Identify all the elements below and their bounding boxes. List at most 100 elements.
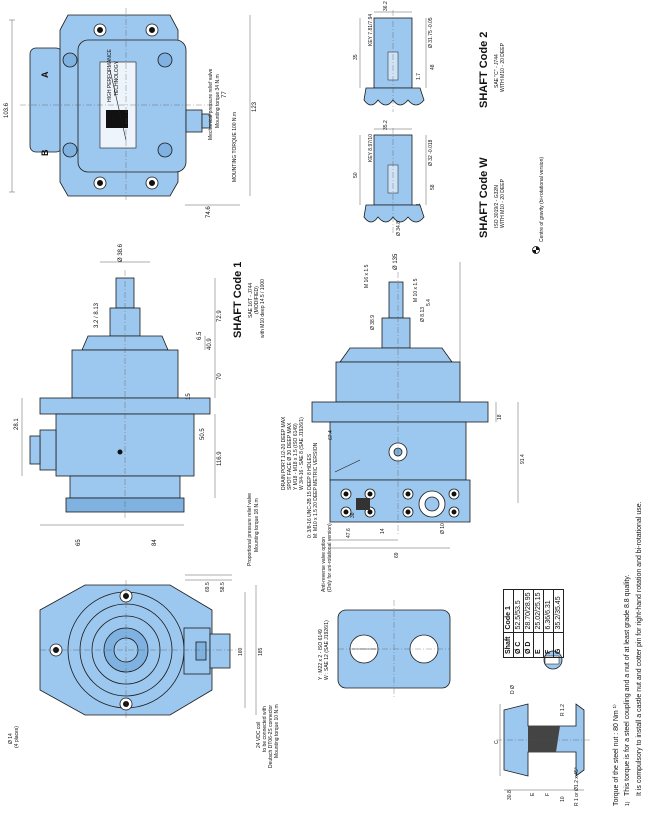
code2-dim-c: 48 <box>430 64 436 70</box>
coupling-dim-7: F <box>545 792 551 796</box>
drain-note-4: W 3/4-16 - SAE 8 (SAE J1926/1) <box>299 417 305 490</box>
code2-dim-d: 1.7 <box>416 73 422 80</box>
mounting-torque-note: MOUNTING TORQUE 100 N.m <box>232 111 238 182</box>
table-row: Ø C 52.5/53.5 <box>513 589 524 658</box>
code2-dim-a: 36.2 <box>383 1 389 11</box>
bottom-view <box>39 574 257 720</box>
table-cell: 6.36/6.31 <box>543 589 554 633</box>
table-cell: Ø D <box>523 633 534 658</box>
codew-dia: Ø 32 -0.018 <box>428 139 434 166</box>
codew-dim-b: 50 <box>353 172 359 178</box>
coupling-dim-5: 30.8 <box>507 790 513 800</box>
table-cell: 52.5/53.5 <box>513 589 524 633</box>
table-row: E 25.02/25.15 <box>533 589 544 658</box>
bottom-dim-4: 185 <box>258 647 264 656</box>
footnote-mark: 1) <box>625 801 631 806</box>
cog-note: Centre of gravity (bi-rotational version… <box>539 156 545 242</box>
side-dim-7: 116.9 <box>217 451 223 466</box>
holes-note-2: M: M10 x 1.5 20 DEEP METRIC VERSION <box>313 442 319 538</box>
code2-dia: Ø 31.75 -0.05 <box>428 17 434 48</box>
coupling-dim-8: 10 <box>560 796 566 802</box>
front-dim-d: Ø 38.9 <box>370 314 376 330</box>
front-dim-c: M 16 x 1.5 <box>364 264 370 288</box>
front-view <box>311 262 519 549</box>
footnote-1: This torque is for a steel coupling and … <box>624 574 631 796</box>
port-a-label: A <box>40 71 50 79</box>
front-dim-m: 69 <box>394 552 400 558</box>
shaft-codew-title: SHAFT Code W <box>478 157 490 238</box>
shaft-code2-view <box>359 10 427 112</box>
table-row: G 35.2/35.45 <box>553 589 564 658</box>
table-header-code1: Code 1 <box>503 589 514 633</box>
coil-note-4: Mounting torque 10 N.m <box>274 704 280 758</box>
codew-dim-c: 58 <box>430 184 436 190</box>
table-cell: E <box>533 633 544 658</box>
codew-dim-d: 1 <box>416 203 422 206</box>
table-header-shaft: Shaft <box>503 633 514 658</box>
front-dim-i: 47.6 <box>346 528 352 538</box>
nameplate-line1: HIGH PERFORMANCE <box>107 49 113 102</box>
side-dim-2: 40.9 <box>207 338 213 350</box>
shaft-codew-sub2: WITH M10 - 20 DEEP <box>500 179 506 228</box>
table-row: Ø D 28.70/28.95 <box>523 589 534 658</box>
top-view <box>9 8 251 206</box>
shaft-codew-view <box>359 128 427 235</box>
port-b-label: B <box>40 149 50 157</box>
coupling-dim-4: R 1 or Ø1.2 x 45° <box>574 767 580 806</box>
coupling-dim-1: D Ø <box>510 685 516 694</box>
code2-key: KEY 7.81/7.94 <box>368 13 374 46</box>
coupling-section <box>496 650 590 791</box>
table-cell: Ø C <box>513 633 524 658</box>
table-cell: 35.2/35.45 <box>553 589 564 633</box>
front-dim-k: 91.4 <box>520 454 526 464</box>
codew-dim-a: 35.2 <box>383 120 389 130</box>
codew-dim-e: Ø 34.8 <box>396 220 402 236</box>
side-dim-8: 15 <box>186 393 192 400</box>
front-dim-h: 38 <box>350 512 356 518</box>
side-view <box>21 261 216 526</box>
dim-top-width: 123 <box>252 101 258 112</box>
table-row: F 6.36/6.31 <box>543 589 554 658</box>
front-dim-j: Ø 10 <box>440 523 446 534</box>
front-dim-dia: Ø 135 <box>393 253 399 270</box>
coupling-dim-6: E <box>530 792 536 796</box>
dim-top-small: 77 <box>222 91 228 98</box>
port-face-view <box>337 600 451 698</box>
bottom-holes-2: (4 places) <box>14 726 20 748</box>
side-dim-5: 28.1 <box>14 418 20 430</box>
shaft-table: Shaft Code 1 Ø C 52.5/53.5 Ø D 28.70/28.… <box>503 589 564 658</box>
shaft-code2-sub2: WITH M10 - 20 DEEP <box>500 43 506 92</box>
table-cell: G <box>553 633 564 658</box>
cog-symbol <box>532 246 540 254</box>
bottom-dim-2: 58.5 <box>220 582 226 592</box>
coupling-dim-3: R 1.2 <box>560 704 566 716</box>
dim-top-offset: 74.6 <box>206 206 212 218</box>
side-dim-9: 3.2 / 8.13 <box>94 302 100 328</box>
relief-valve-torque: Mounting torque 34 N.m <box>215 74 221 128</box>
footnote-2: It is compulsory to install a castle nut… <box>636 501 643 796</box>
torque-note: Torque of the steel nut : 80 Nm ¹⁾ <box>613 704 620 806</box>
table-cell: 25.02/25.15 <box>533 589 544 633</box>
side-dim-3: 6.5 <box>197 331 203 340</box>
shaft-code1-sub3: with M10 deep 14.5 / 1000 <box>260 279 266 338</box>
table-header-row: Shaft Code 1 <box>503 589 514 658</box>
table-cell: 28.70/28.95 <box>523 589 534 633</box>
table-cell: F <box>543 633 554 658</box>
front-dim-b: Ø 8.13 <box>420 306 426 322</box>
shaft-code1-title: SHAFT Code 1 <box>232 261 244 338</box>
antirev-note-2: (Only for uni-rotational version) <box>327 523 333 592</box>
prop-valve-torque: Mounting torque 18 N.m <box>254 498 260 552</box>
side-dim-dia: Ø 38.6 <box>118 243 124 262</box>
dim-top-height: 103.6 <box>4 102 10 118</box>
code2-dim-b: 35 <box>353 54 359 60</box>
side-dim-10: 65 <box>76 539 82 546</box>
front-dim-l: 14 <box>380 528 386 534</box>
nameplate-line2: TECHNOLOGY <box>114 60 120 96</box>
side-dim-11: 84 <box>152 539 158 546</box>
bottom-dim-1: 69.5 <box>205 582 211 592</box>
port-note-2: W : SAE 12 (SAE J1926/1) <box>324 620 330 680</box>
side-dim-1: 72.9 <box>217 310 223 322</box>
relief-valve-note: Mechanical pressure relief valve <box>208 68 214 140</box>
bottom-dim-3: 160 <box>238 647 244 656</box>
